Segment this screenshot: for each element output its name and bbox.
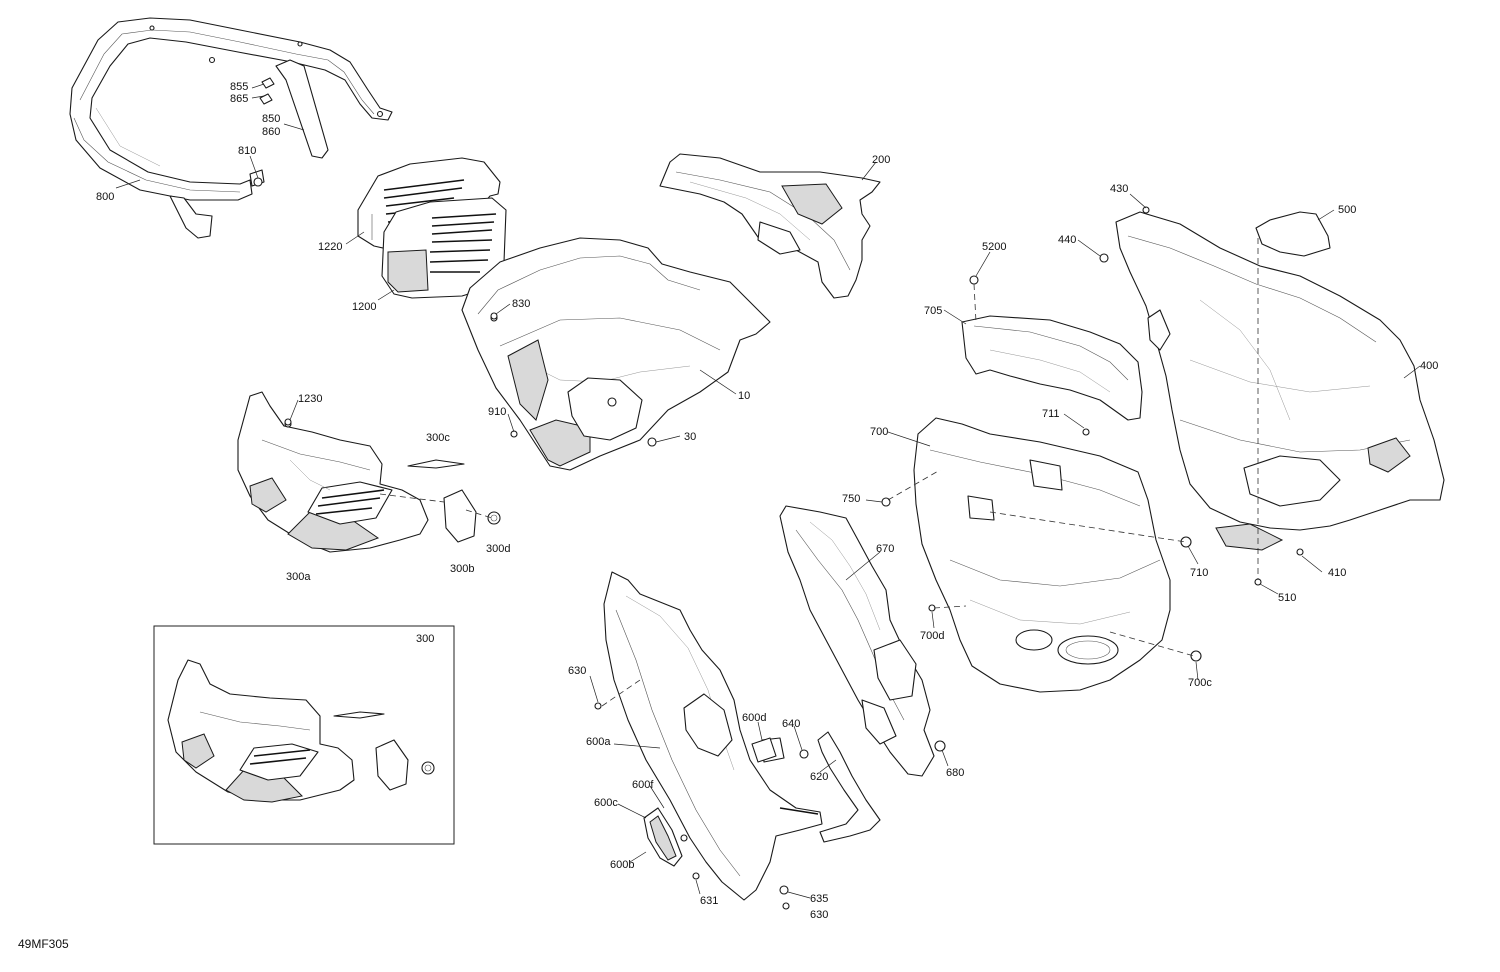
callout-430: 430 — [1110, 183, 1128, 195]
callout-30: 30 — [684, 431, 696, 443]
fastener-440 — [1099, 253, 1109, 263]
callout-510: 510 — [1278, 592, 1296, 604]
callout-600c: 600c — [594, 797, 618, 809]
fastener-640 — [799, 749, 809, 759]
callout-300d: 300d — [486, 543, 510, 555]
part-side-panel-670[interactable] — [779, 505, 935, 777]
part-center-body-700[interactable] — [913, 417, 1171, 693]
callout-700c: 700c — [1188, 677, 1212, 689]
callout-800: 800 — [96, 191, 114, 203]
fastener-631 — [692, 872, 700, 880]
callout-640: 640 — [782, 718, 800, 730]
part-plate-500[interactable] — [1255, 211, 1331, 257]
fastener-630a — [594, 702, 602, 710]
fasteners — [253, 177, 1304, 910]
callout-630-lower: 630 — [810, 909, 828, 921]
fastener-630b — [782, 902, 790, 910]
part-front-bumper-300a[interactable] — [237, 391, 429, 553]
leader-lines — [115, 83, 1421, 899]
callout-850: 850 — [262, 113, 280, 125]
callout-680: 680 — [946, 767, 964, 779]
callout-300c: 300c — [426, 432, 450, 444]
fastener-680 — [934, 740, 946, 752]
callout-810: 810 — [238, 145, 256, 157]
part-front-bumper-inset[interactable] — [167, 659, 435, 803]
callout-670: 670 — [876, 543, 894, 555]
callout-635: 635 — [810, 893, 828, 905]
fastener-600c — [680, 834, 688, 842]
fastener-30 — [647, 437, 657, 447]
callout-410: 410 — [1328, 567, 1346, 579]
callout-700d: 700d — [920, 630, 944, 642]
callout-300b: 300b — [450, 563, 474, 575]
callout-865: 865 — [230, 93, 248, 105]
callout-600a: 600a — [586, 736, 611, 748]
part-clip-300d[interactable] — [487, 511, 501, 525]
fastener-430 — [1142, 206, 1150, 214]
fastener-1230 — [284, 418, 292, 426]
part-storage-bin[interactable] — [461, 237, 771, 471]
part-trim-300c[interactable] — [407, 459, 465, 469]
callout-910: 910 — [488, 406, 506, 418]
part-side-panel-600a[interactable] — [603, 571, 823, 901]
part-large-body-400[interactable] — [1115, 211, 1445, 551]
fastener-700c — [1190, 650, 1202, 662]
callout-860: 860 — [262, 126, 280, 138]
part-heat-shield-705[interactable] — [961, 315, 1143, 421]
callout-500: 500 — [1338, 204, 1356, 216]
part-strip-620[interactable] — [817, 731, 881, 843]
callout-1230: 1230 — [298, 393, 322, 405]
fastener-410 — [1296, 548, 1304, 556]
callout-855: 855 — [230, 81, 248, 93]
callout-1220: 1220 — [318, 241, 342, 253]
callout-400: 400 — [1420, 360, 1438, 372]
callout-200: 200 — [872, 154, 890, 166]
callout-440: 440 — [1058, 234, 1076, 246]
callout-630-upper: 630 — [568, 665, 586, 677]
callout-711: 711 — [1042, 408, 1060, 420]
part-upper-cover[interactable] — [659, 153, 881, 299]
callout-620: 620 — [810, 771, 828, 783]
fastener-830 — [490, 312, 498, 320]
callout-1200: 1200 — [352, 301, 376, 313]
fastener-635 — [779, 885, 789, 895]
part-bracket-300b[interactable] — [443, 489, 477, 543]
callout-10: 10 — [738, 390, 750, 402]
callout-600b: 600b — [610, 859, 634, 871]
callout-830: 830 — [512, 298, 530, 310]
fastener-600d — [751, 737, 777, 763]
callout-600f: 600f — [632, 779, 654, 791]
callout-5200: 5200 — [982, 241, 1006, 253]
callout-750: 750 — [842, 493, 860, 505]
fastener-711 — [1082, 428, 1090, 436]
fastener-5200 — [969, 275, 979, 285]
callout-705: 705 — [924, 305, 942, 317]
callout-631: 631 — [700, 895, 718, 907]
assembly-lines — [379, 238, 1259, 707]
callout-710: 710 — [1190, 567, 1208, 579]
figure-code: 49MF305 — [18, 937, 69, 951]
inset-label: 300 — [416, 633, 434, 645]
callout-labels: 855 865 850 860 810 800 1220 1200 200 83… — [18, 81, 1438, 951]
callout-700: 700 — [870, 426, 888, 438]
callout-300a: 300a — [286, 571, 311, 583]
callout-600d: 600d — [742, 712, 766, 724]
part-reflector-600b[interactable] — [643, 807, 683, 867]
fastener-810 — [253, 177, 263, 187]
inset-frame — [153, 625, 455, 845]
fastener-710 — [1180, 536, 1192, 548]
part-rear-rack[interactable] — [69, 17, 393, 239]
